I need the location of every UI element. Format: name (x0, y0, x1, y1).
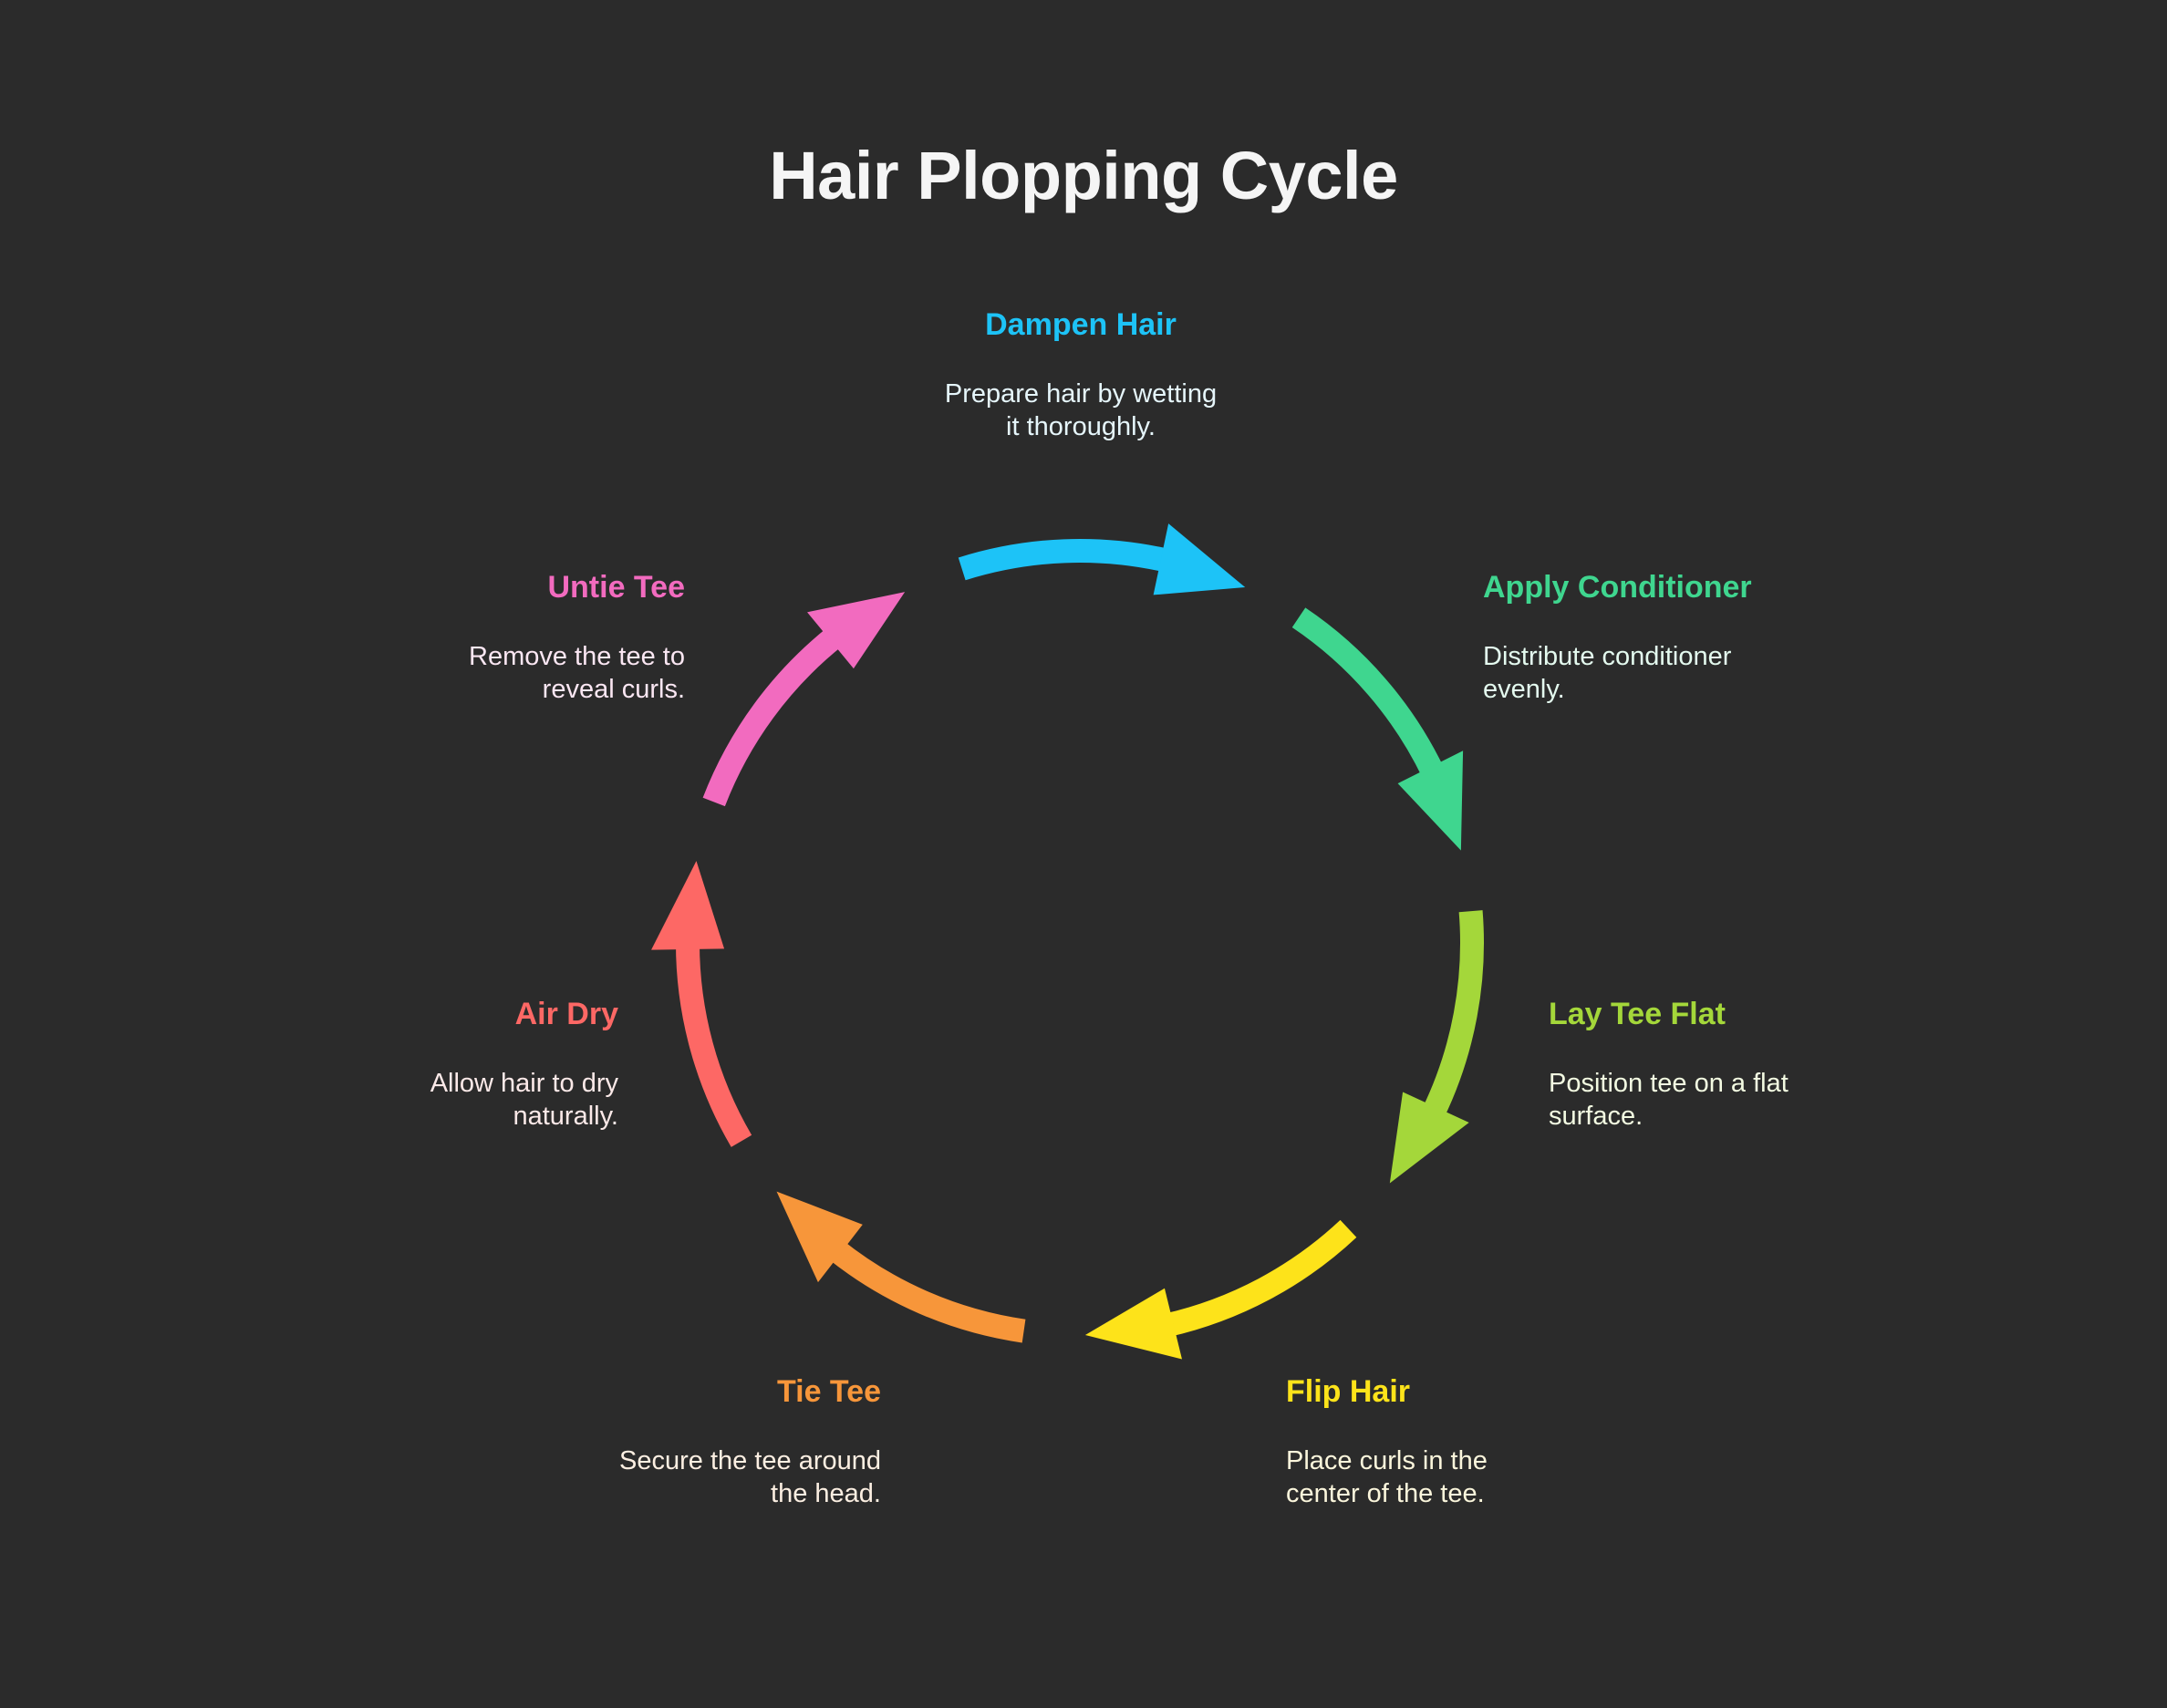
arrow-shaft (1164, 1219, 1357, 1338)
arrowhead-icon (1084, 1288, 1182, 1360)
arrowhead-icon (1153, 523, 1246, 595)
step-tie-tee: Tie Tee Secure the tee around the head. (553, 1374, 881, 1510)
step-description: Prepare hair by wetting it thoroughly. (944, 379, 1218, 441)
arrowhead-icon (807, 592, 906, 669)
step-description: Allow hair to dry naturally. (430, 1069, 618, 1131)
step-label: Tie Tee (776, 1374, 881, 1409)
step-flip-hair: Flip Hair Place curls in the center of t… (1286, 1374, 1614, 1510)
arrow-shaft (675, 942, 752, 1147)
arrow-apply-conditioner (1291, 607, 1464, 851)
arrow-shaft (958, 539, 1171, 581)
step-label: Lay Tee Flat (1549, 997, 1726, 1031)
step-dampen-hair: Dampen Hair Prepare hair by wetting it t… (917, 307, 1245, 443)
arrow-air-dry (651, 861, 752, 1147)
arrow-shaft (827, 1239, 1026, 1343)
step-description: Remove the tee to reveal curls. (469, 642, 685, 704)
step-description: Position tee on a flat surface. (1549, 1069, 1789, 1131)
step-description: Distribute conditioner evenly. (1483, 642, 1732, 704)
arrowhead-icon (651, 861, 725, 950)
step-apply-conditioner: Apply Conditioner Distribute conditioner… (1483, 570, 1811, 706)
arrowhead-icon (1397, 750, 1464, 851)
arrowhead-icon (1389, 1092, 1469, 1184)
arrow-untie-tee (702, 592, 906, 807)
step-lay-tee-flat: Lay Tee Flat Position tee on a flat surf… (1549, 997, 1877, 1133)
step-untie-tee: Untie Tee Remove the tee to reveal curls… (357, 570, 685, 706)
arrow-shaft (1422, 910, 1484, 1119)
step-label: Air Dry (514, 997, 618, 1031)
step-label: Apply Conditioner (1483, 570, 1752, 605)
step-air-dry: Air Dry Allow hair to dry naturally. (290, 997, 618, 1133)
diagram-title: Hair Plopping Cycle (769, 138, 1398, 213)
step-description: Place curls in the center of the tee. (1286, 1446, 1488, 1508)
arrow-shaft (702, 626, 844, 807)
arrow-tie-tee (776, 1191, 1026, 1343)
step-description: Secure the tee around the head. (619, 1446, 881, 1508)
step-label: Dampen Hair (985, 307, 1177, 342)
arrowhead-icon (776, 1191, 863, 1283)
arrow-dampen-hair (958, 523, 1246, 595)
arrow-flip-hair (1084, 1219, 1357, 1360)
step-label: Untie Tee (547, 570, 685, 605)
arrow-lay-tee-flat (1389, 910, 1484, 1184)
arrow-shaft (1291, 607, 1445, 779)
step-label: Flip Hair (1286, 1374, 1411, 1409)
